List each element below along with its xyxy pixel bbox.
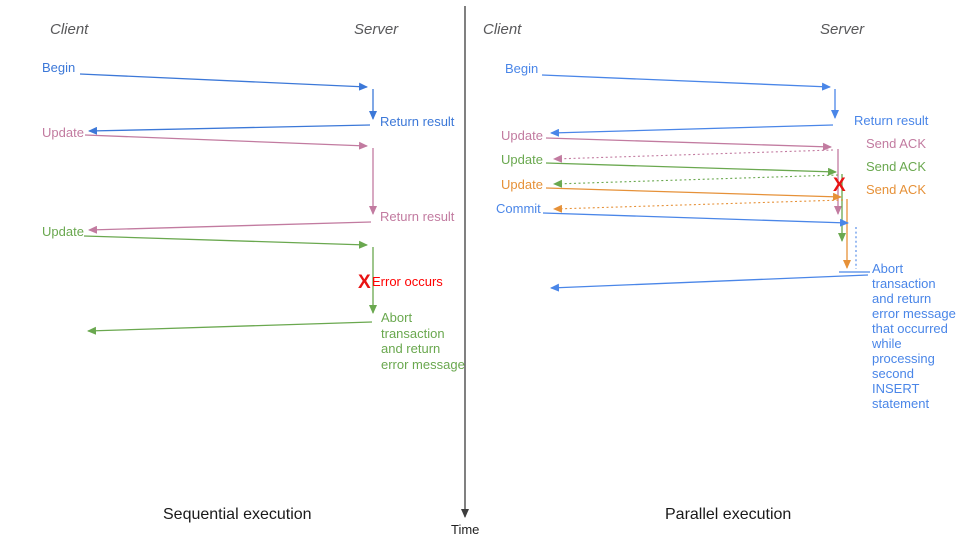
left-server-header: Server: [354, 21, 399, 38]
right-abort-line: statement: [872, 396, 929, 411]
right-begin-label: Begin: [505, 61, 538, 76]
left-update-2-label: Update: [42, 224, 84, 239]
right-commit-arrow: [542, 212, 849, 227]
right-abort-line: while: [871, 336, 902, 351]
right-send-ack-1-label: Send ACK: [866, 136, 926, 151]
left-client-header: Client: [50, 21, 89, 38]
right-update-3-label: Update: [501, 177, 543, 192]
right-return-result-label: Return result: [854, 113, 929, 128]
left-abort-line: error message: [381, 357, 465, 372]
left-begin-label: Begin: [42, 60, 75, 75]
right-return-result-arrow: [550, 124, 834, 137]
right-abort-line: that occurred: [872, 321, 948, 336]
left-begin-arrow: [79, 73, 368, 91]
right-begin-arrow: [541, 74, 831, 91]
right-ack-3-dotted-arrow: [553, 199, 844, 213]
right-send-ack-3-label: Send ACK: [866, 182, 926, 197]
left-error-x-icon: X: [358, 272, 371, 293]
right-send-ack-2-label: Send ACK: [866, 159, 926, 174]
right-error-x-icon: X: [833, 175, 846, 196]
left-panel-title: Sequential execution: [163, 506, 312, 523]
right-abort-line: INSERT: [872, 381, 919, 396]
left-error-occurs-label: Error occurs: [372, 274, 443, 289]
left-update-1-arrow: [84, 134, 368, 150]
right-commit-label: Commit: [496, 201, 541, 216]
left-abort-line: and return: [381, 341, 440, 356]
right-client-header: Client: [483, 21, 522, 38]
left-update-2-arrow: [83, 235, 368, 249]
left-return-result-2-label: Return result: [380, 209, 455, 224]
left-return-result-1-arrow: [88, 124, 371, 135]
right-abort-line: second: [872, 366, 914, 381]
right-abort-arrow: [550, 274, 869, 292]
right-abort-line: error message: [872, 306, 956, 321]
right-update-3-arrow: [545, 187, 842, 201]
right-abort-line: Abort: [872, 261, 903, 276]
right-ack-2-dotted-arrow: [553, 174, 839, 188]
right-abort-line: processing: [872, 351, 935, 366]
right-update-2-arrow: [545, 162, 837, 176]
time-axis-label: Time: [451, 522, 479, 537]
left-update-1-label: Update: [42, 125, 84, 140]
right-abort-line: transaction: [872, 276, 936, 291]
right-update-1-label: Update: [501, 128, 543, 143]
right-update-1-arrow: [545, 137, 832, 151]
left-return-result-2-arrow: [88, 221, 372, 234]
right-abort-line: and return: [872, 291, 931, 306]
left-return-result-1-label: Return result: [380, 114, 455, 129]
left-abort-line: Abort: [381, 310, 412, 325]
left-abort-line: transaction: [381, 326, 445, 341]
left-abort-arrow: [87, 321, 373, 335]
right-panel-title: Parallel execution: [665, 506, 791, 523]
right-ack-1-dotted-arrow: [553, 149, 834, 163]
right-server-header: Server: [820, 21, 865, 38]
right-update-2-label: Update: [501, 152, 543, 167]
